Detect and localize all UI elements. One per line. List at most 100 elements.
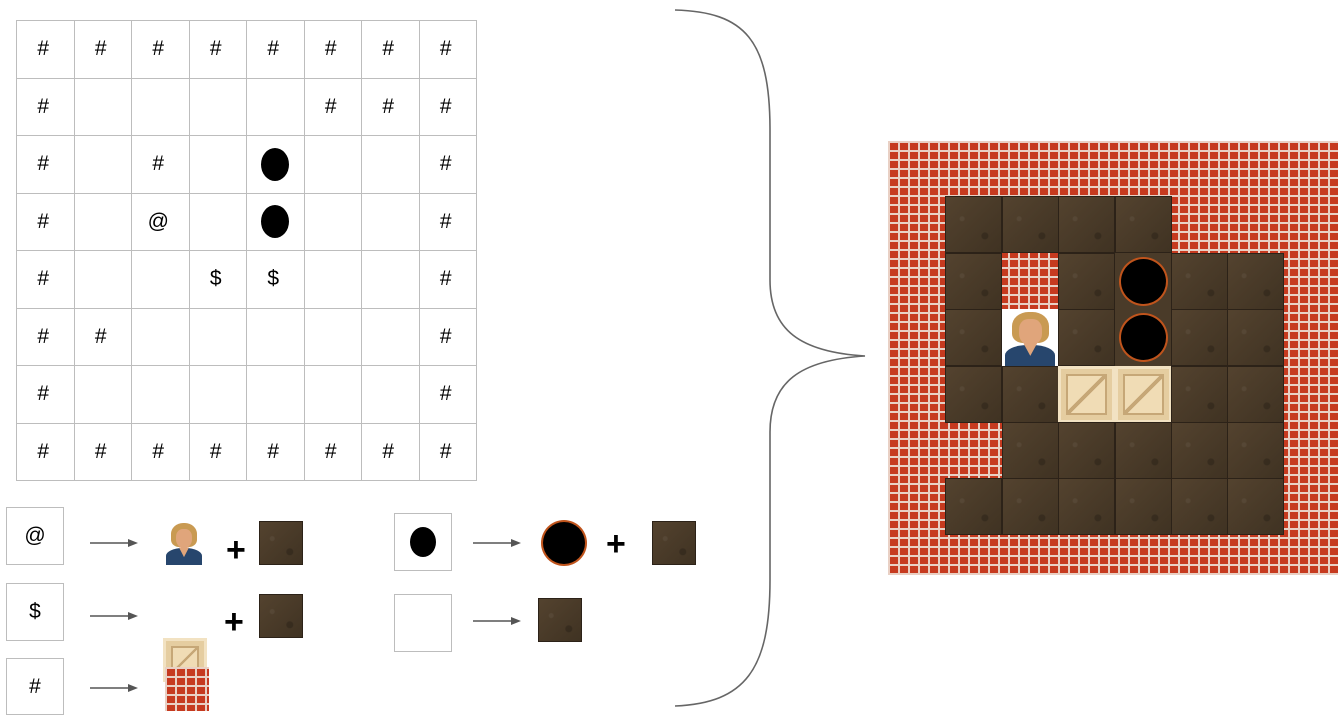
floor-tile xyxy=(1002,422,1059,479)
grid-cell: # xyxy=(132,21,190,79)
cell-symbol: # xyxy=(382,37,394,61)
cell-symbol: $ xyxy=(267,267,279,291)
black-dot-icon xyxy=(261,148,289,181)
cell-symbol: # xyxy=(325,37,337,61)
cell-symbol: # xyxy=(210,37,222,61)
cell-symbol: # xyxy=(440,267,452,291)
cell-symbol: # xyxy=(440,152,452,176)
floor-tile-icon xyxy=(538,598,582,642)
floor-tile xyxy=(1171,478,1228,535)
floor-tile xyxy=(1115,478,1172,535)
cell-symbol: # xyxy=(37,382,49,406)
legend-wall-symbol: # xyxy=(29,675,41,699)
cell-symbol: # xyxy=(382,440,394,464)
hole-tile xyxy=(1115,253,1172,310)
grid-cell: # xyxy=(420,309,478,367)
grid-cell xyxy=(362,136,420,194)
box-tile xyxy=(1115,366,1172,423)
cell-symbol: # xyxy=(382,95,394,119)
rendered-game-map xyxy=(888,141,1338,575)
cell-symbol: # xyxy=(37,210,49,234)
floor-tile xyxy=(1227,422,1284,479)
grid-cell: # xyxy=(17,136,75,194)
floor-tile xyxy=(945,478,1002,535)
grid-cell xyxy=(362,366,420,424)
arrow-icon xyxy=(473,537,523,549)
cell-symbol: # xyxy=(95,37,107,61)
grid-cell xyxy=(132,251,190,309)
grid-cell xyxy=(305,194,363,252)
cell-symbol: # xyxy=(37,37,49,61)
floor-tile xyxy=(1115,422,1172,479)
grid-cell: # xyxy=(247,424,305,482)
arrow-icon xyxy=(90,537,140,549)
grid-cell xyxy=(305,309,363,367)
grid-cell: # xyxy=(17,194,75,252)
floor-tile xyxy=(1002,196,1059,253)
cell-symbol: # xyxy=(37,152,49,176)
grid-cell: # xyxy=(420,194,478,252)
grid-cell: # xyxy=(362,21,420,79)
cell-symbol: # xyxy=(440,325,452,349)
grid-cell: # xyxy=(420,366,478,424)
plus-sign: + xyxy=(606,527,626,561)
grid-cell xyxy=(190,79,248,137)
grid-cell xyxy=(362,309,420,367)
floor-tile xyxy=(1058,309,1115,366)
arrow-icon xyxy=(90,682,140,694)
floor-tile xyxy=(1058,478,1115,535)
cell-symbol: # xyxy=(440,210,452,234)
floor-tile xyxy=(1058,253,1115,310)
ascii-level-grid: ################@##$$############## xyxy=(16,20,477,481)
arrow-icon xyxy=(473,615,523,627)
floor-tile xyxy=(1058,422,1115,479)
floor-tile xyxy=(1227,309,1284,366)
cell-symbol: # xyxy=(152,37,164,61)
grid-cell: # xyxy=(17,21,75,79)
grid-cell: @ xyxy=(132,194,190,252)
floor-tile-icon xyxy=(259,594,303,638)
legend-wall-key: # xyxy=(6,658,64,715)
legend-player-key: @ xyxy=(6,507,64,565)
legend-empty-key xyxy=(394,594,452,652)
player-tile xyxy=(1002,309,1059,366)
grid-cell: # xyxy=(17,424,75,482)
floor-tile xyxy=(1227,478,1284,535)
hole-icon xyxy=(1121,315,1166,360)
floor-tile-icon xyxy=(259,521,303,565)
cell-symbol: # xyxy=(440,95,452,119)
cell-symbol: # xyxy=(440,37,452,61)
grid-cell: # xyxy=(75,424,133,482)
grid-cell: # xyxy=(17,79,75,137)
grid-cell xyxy=(132,366,190,424)
cell-symbol: # xyxy=(152,440,164,464)
curly-brace-icon xyxy=(660,0,880,715)
cell-symbol: # xyxy=(152,152,164,176)
cell-symbol: $ xyxy=(210,267,222,291)
floor-tile xyxy=(945,366,1002,423)
grid-cell: # xyxy=(190,21,248,79)
grid-cell xyxy=(75,79,133,137)
grid-cell: # xyxy=(362,79,420,137)
floor-tile xyxy=(1115,196,1172,253)
floor-tile xyxy=(1058,196,1115,253)
grid-cell xyxy=(362,194,420,252)
grid-cell: # xyxy=(17,309,75,367)
grid-cell xyxy=(190,366,248,424)
grid-cell xyxy=(247,366,305,424)
black-dot-icon xyxy=(410,527,436,557)
floor-tile xyxy=(1227,366,1284,423)
black-dot-icon xyxy=(261,205,289,238)
plus-sign: + xyxy=(226,533,246,567)
floor-tile xyxy=(1171,309,1228,366)
floor-tile xyxy=(1227,253,1284,310)
floor-tile xyxy=(1171,366,1228,423)
legend-goal-key xyxy=(394,513,452,571)
grid-cell: # xyxy=(305,424,363,482)
floor-tile xyxy=(1171,422,1228,479)
cell-symbol: # xyxy=(210,440,222,464)
grid-cell xyxy=(75,136,133,194)
grid-cell xyxy=(247,194,305,252)
hole-sprite-icon xyxy=(543,522,585,564)
grid-cell xyxy=(305,366,363,424)
